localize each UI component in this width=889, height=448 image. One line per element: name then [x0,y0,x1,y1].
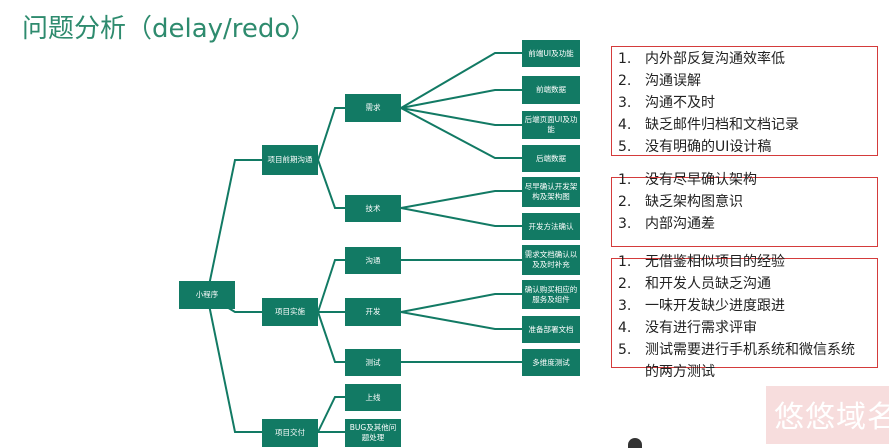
tree-node-l2-requirements[interactable]: 需求 [345,94,401,122]
list-item: 5.测试需要进行手机系统和微信系统的两方测试 [618,342,855,380]
problem-box-planning [611,46,878,156]
edge-tech-1 [400,190,522,209]
edge-l1c-launch [317,396,345,433]
tree-node-l1-delivery[interactable]: 项目交付 [262,419,318,447]
list-item: 5.没有明确的UI设计稿 [618,139,772,155]
edge-req-2 [400,89,522,109]
watermark-logo: 悠悠域名 [774,400,889,435]
watermark-background [766,386,889,444]
problem-list-implementation: 1.无借鉴相似项目的经验 2.和开发人员缺乏沟通 3.一味开发缺少进度跟进 4.… [618,251,868,383]
list-item: 2.沟通误解 [618,73,701,89]
edge-req-4 [400,107,522,159]
tree-node-l3-deploy-doc[interactable]: 准备部署文档 [522,316,580,343]
list-item: 1.内外部反复沟通效率低 [618,51,785,67]
problem-list-technology: 1.没有尽早确认架构 2.缺乏架构图意识 3.内部沟通差 [618,169,876,235]
tree-node-l3-dev-method[interactable]: 开发方法确认 [522,213,580,240]
tree-node-l2-testing[interactable]: 测试 [345,349,401,376]
edge-req-3 [400,107,522,126]
list-item: 1.没有尽早确认架构 [618,172,757,188]
tree-node-l2-bug-handling[interactable]: BUG及其他问题处理 [345,419,401,447]
edge-req-1 [400,52,522,109]
edge-dev-2 [400,311,522,330]
edge-l1a-req [317,107,345,161]
edge-l1b-comm [317,259,345,313]
list-item: 2.缺乏架构图意识 [618,194,743,210]
tree-node-l2-communication[interactable]: 沟通 [345,247,401,274]
edge-root-l1-a [206,159,262,296]
tree-node-l2-technology[interactable]: 技术 [345,195,401,222]
tree-node-l3-multi-test[interactable]: 多维度测试 [522,349,580,376]
tree-node-l1-planning[interactable]: 项目前期沟通 [262,145,318,175]
edge-tech-2 [400,207,522,227]
list-item: 4.缺乏邮件归档和文档记录 [618,117,799,133]
cursor-icon [628,438,642,448]
list-item: 2.和开发人员缺乏沟通 [618,276,771,292]
tree-node-l3-frontend-ui[interactable]: 前端UI及功能 [522,40,580,67]
problem-box-implementation [611,258,878,368]
tree-node-l3-buy-services[interactable]: 确认购买相应的服务及组件 [522,280,580,309]
edge-l1a-tech [317,159,345,209]
edge-root-l1-c [206,294,262,433]
list-item: 3.内部沟通差 [618,216,715,232]
edge-dev-1 [400,293,522,313]
list-item: 3.沟通不及时 [618,95,715,111]
tree-node-l3-backend-ui[interactable]: 后端页面UI及功能 [522,111,580,139]
list-item: 1.无借鉴相似项目的经验 [618,254,785,270]
tree-node-l1-implementation[interactable]: 项目实施 [262,298,318,326]
tree-node-l3-frontend-data[interactable]: 前端数据 [522,76,580,104]
problem-list-planning: 1.内外部反复沟通效率低 2.沟通误解 3.沟通不及时 4.缺乏邮件归档和文档记… [618,48,876,158]
list-item: 3.一味开发缺少进度跟进 [618,298,785,314]
page-title: 问题分析（delay/redo） [22,14,317,44]
tree-node-l2-launch[interactable]: 上线 [345,384,401,411]
tree-node-l3-req-doc[interactable]: 需求文档确认以及及时补充 [522,245,580,275]
problem-box-technology [611,177,878,247]
edge-l1b-test [317,311,345,363]
tree-node-l3-backend-data[interactable]: 后端数据 [522,145,580,172]
tree-node-l2-development[interactable]: 开发 [345,298,401,326]
list-item: 4.没有进行需求评审 [618,320,757,336]
tree-node-l3-architecture[interactable]: 尽早确认开发架构及架构图 [522,177,580,207]
tree-node-root[interactable]: 小程序 [179,281,235,309]
